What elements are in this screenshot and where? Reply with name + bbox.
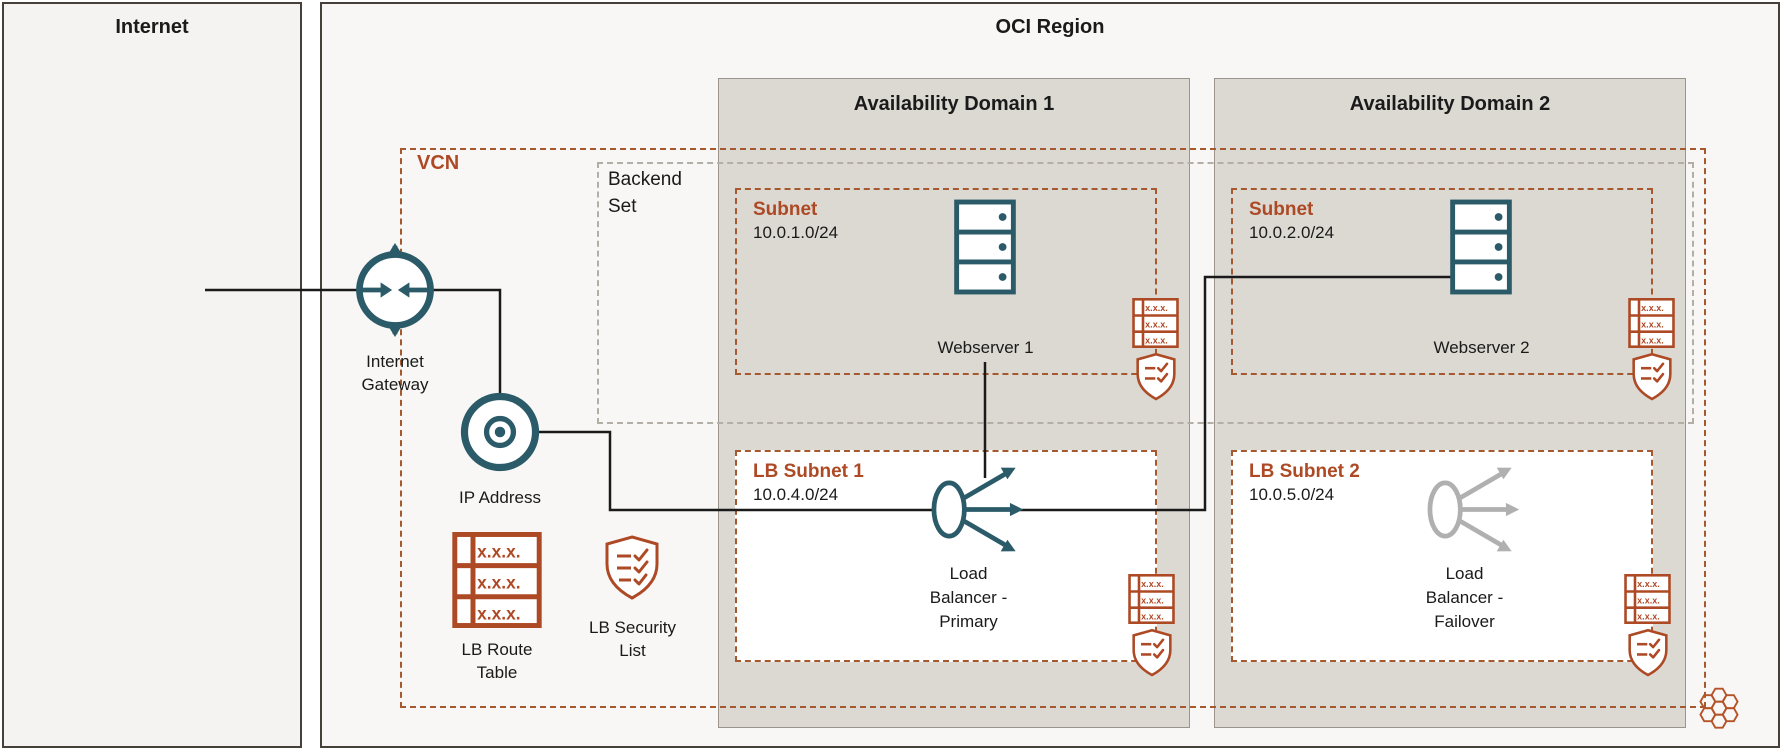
internet-gateway-label-line2: Gateway bbox=[361, 375, 429, 394]
backend-set-label-line2: Set bbox=[608, 196, 637, 217]
route-text: x.x.x. bbox=[1141, 612, 1164, 622]
route-text: x.x.x. bbox=[477, 572, 520, 592]
webserver-1-label: Webserver 1 bbox=[937, 338, 1034, 357]
oci-region-title: OCI Region bbox=[995, 16, 1105, 38]
subnet-2-title: Subnet bbox=[1249, 199, 1314, 220]
subnet-1-cidr: 10.0.1.0/24 bbox=[753, 223, 839, 242]
route-text: x.x.x. bbox=[1141, 579, 1164, 589]
security-list-icon bbox=[1134, 352, 1178, 402]
lb-primary-label-line3: Primary bbox=[939, 612, 998, 631]
route-table-icon: x.x.x. x.x.x. x.x.x. bbox=[1128, 574, 1175, 624]
availability-domain-2-title: Availability Domain 2 bbox=[1349, 93, 1551, 115]
security-list-icon bbox=[1130, 628, 1174, 678]
route-text: x.x.x. bbox=[1637, 579, 1660, 589]
route-text: x.x.x. bbox=[1641, 336, 1664, 346]
route-table-icon: x.x.x. x.x.x. x.x.x. bbox=[1628, 298, 1675, 348]
route-text: x.x.x. bbox=[477, 541, 520, 561]
vcn-boundary bbox=[400, 148, 1706, 708]
vcn-label: VCN bbox=[417, 152, 460, 174]
route-text: x.x.x. bbox=[1641, 319, 1664, 329]
subnet-2-cidr: 10.0.2.0/24 bbox=[1249, 223, 1335, 242]
webserver-2-label: Webserver 2 bbox=[1433, 338, 1530, 357]
lb-failover-label-line2: Balancer - bbox=[1425, 588, 1504, 607]
internet-gateway-label: Internet Gateway bbox=[315, 350, 475, 396]
lb-primary-label-line1: Load bbox=[949, 564, 988, 583]
route-text: x.x.x. bbox=[1145, 303, 1168, 313]
backend-set-label-line1: Backend bbox=[608, 169, 682, 190]
lb-route-table-icon: x.x.x. x.x.x. x.x.x. bbox=[452, 532, 542, 628]
route-text: x.x.x. bbox=[1145, 336, 1168, 346]
route-table-icon: x.x.x. x.x.x. x.x.x. bbox=[1132, 298, 1179, 348]
lb-route-table-label: LB Route Table bbox=[427, 638, 567, 684]
webserver-2-icon bbox=[1437, 198, 1525, 296]
availability-domain-1-title: Availability Domain 1 bbox=[853, 93, 1055, 115]
load-balancer-primary-label: Load Balancer - Primary bbox=[896, 562, 1041, 634]
ip-address-label: IP Address bbox=[459, 488, 541, 507]
lb-security-list-label: LB Security List bbox=[565, 616, 700, 662]
lb-security-list-label-line2: List bbox=[619, 641, 646, 660]
security-list-icon bbox=[1626, 628, 1670, 678]
route-text: x.x.x. bbox=[1141, 595, 1164, 605]
lb-route-table-label-line2: Table bbox=[476, 663, 518, 682]
internet-gateway-label-line1: Internet bbox=[366, 352, 424, 371]
webserver-1-icon bbox=[941, 198, 1029, 296]
internet-gateway-icon bbox=[347, 242, 443, 338]
load-balancer-failover-icon bbox=[1424, 462, 1529, 557]
route-table-icon: x.x.x. x.x.x. x.x.x. bbox=[1624, 574, 1671, 624]
lb-failover-label-line1: Load bbox=[1445, 564, 1484, 583]
route-text: x.x.x. bbox=[1637, 595, 1660, 605]
route-text: x.x.x. bbox=[1145, 319, 1168, 329]
lb-failover-label-line3: Failover bbox=[1434, 612, 1495, 631]
route-text: x.x.x. bbox=[1637, 612, 1660, 622]
lb-primary-label-line2: Balancer - bbox=[929, 588, 1008, 607]
lb-security-list-label-line1: LB Security bbox=[589, 618, 676, 637]
lb-route-table-label-line1: LB Route bbox=[461, 640, 533, 659]
route-text: x.x.x. bbox=[1641, 303, 1664, 313]
load-balancer-failover-label: Load Balancer - Failover bbox=[1392, 562, 1537, 634]
subnet-1-title: Subnet bbox=[753, 199, 818, 220]
lb-security-list-icon bbox=[602, 534, 662, 602]
route-text: x.x.x. bbox=[477, 604, 520, 624]
ip-address-icon bbox=[452, 384, 548, 480]
security-list-icon bbox=[1630, 352, 1674, 402]
load-balancer-primary-icon bbox=[928, 462, 1033, 557]
internet-zone-title: Internet bbox=[115, 16, 189, 38]
honeycomb-icon bbox=[1693, 684, 1745, 736]
internet-zone: Internet bbox=[2, 2, 302, 748]
backend-set-label: Backend Set bbox=[608, 166, 682, 220]
